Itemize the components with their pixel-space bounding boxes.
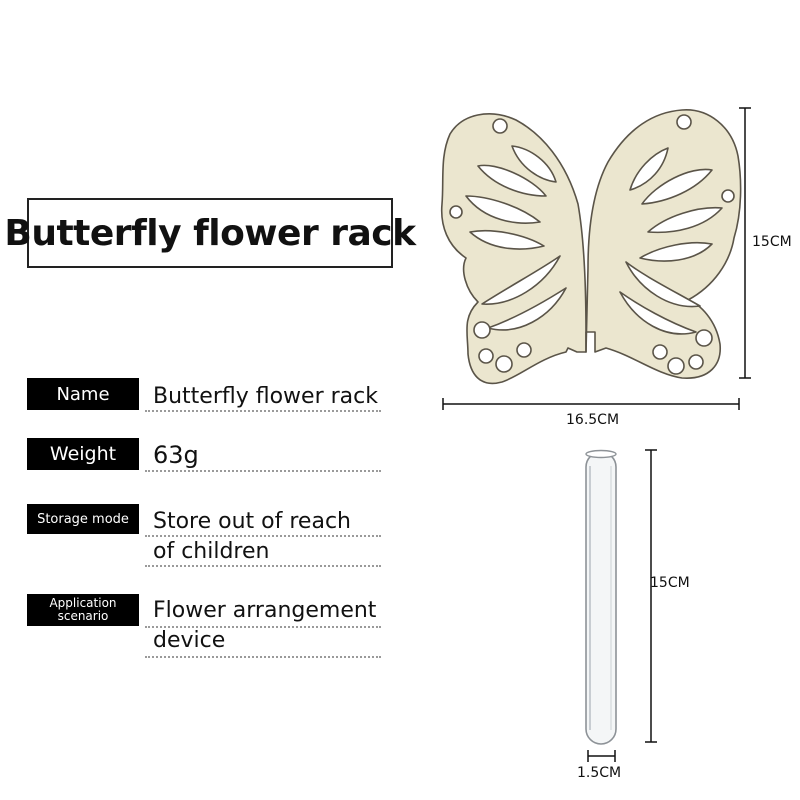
spec-value-line: of children bbox=[153, 539, 270, 564]
spec-value-weight: 63g bbox=[153, 440, 199, 470]
spec-value-name: Butterfly flower rack bbox=[153, 382, 378, 412]
spec-label-line: scenario bbox=[57, 609, 109, 623]
divider bbox=[145, 535, 381, 537]
rack-width-label: 16.5CM bbox=[566, 412, 620, 428]
divider bbox=[145, 626, 381, 628]
spec-label-line: Application bbox=[49, 596, 117, 610]
tube-height-dimension-line bbox=[645, 449, 657, 743]
spec-label-storage-mode: Storage mode bbox=[27, 504, 139, 534]
divider bbox=[145, 470, 381, 472]
spec-label-name: Name bbox=[27, 378, 139, 410]
tube-diameter-label: 1.5CM bbox=[577, 765, 622, 781]
tube-height-label: 15CM bbox=[650, 575, 690, 591]
spec-value-line: Flower arrangement bbox=[153, 598, 377, 623]
divider bbox=[145, 410, 381, 412]
tube-diameter-dimension-line bbox=[587, 750, 616, 762]
product-title: Butterfly flower rack bbox=[4, 198, 416, 268]
divider bbox=[145, 656, 381, 658]
spec-value-application-scenario: Flower arrangement device bbox=[153, 596, 376, 656]
rack-height-label: 15CM bbox=[752, 234, 792, 250]
spec-value-storage-mode: Store out of reach of children bbox=[153, 507, 351, 567]
divider bbox=[145, 565, 381, 567]
butterfly-rack-image bbox=[440, 109, 742, 385]
rack-width-dimension-line bbox=[442, 398, 740, 410]
spec-label-application-scenario: Application scenario bbox=[27, 594, 139, 626]
spec-value-line: Butterfly flower rack bbox=[153, 384, 378, 409]
test-tube-image bbox=[585, 449, 617, 745]
spec-value-line: 63g bbox=[153, 441, 199, 469]
spec-value-line: Store out of reach bbox=[153, 509, 351, 534]
spec-label-weight: Weight bbox=[27, 438, 139, 470]
rack-height-dimension-line bbox=[739, 107, 751, 379]
spec-value-line: device bbox=[153, 628, 226, 653]
